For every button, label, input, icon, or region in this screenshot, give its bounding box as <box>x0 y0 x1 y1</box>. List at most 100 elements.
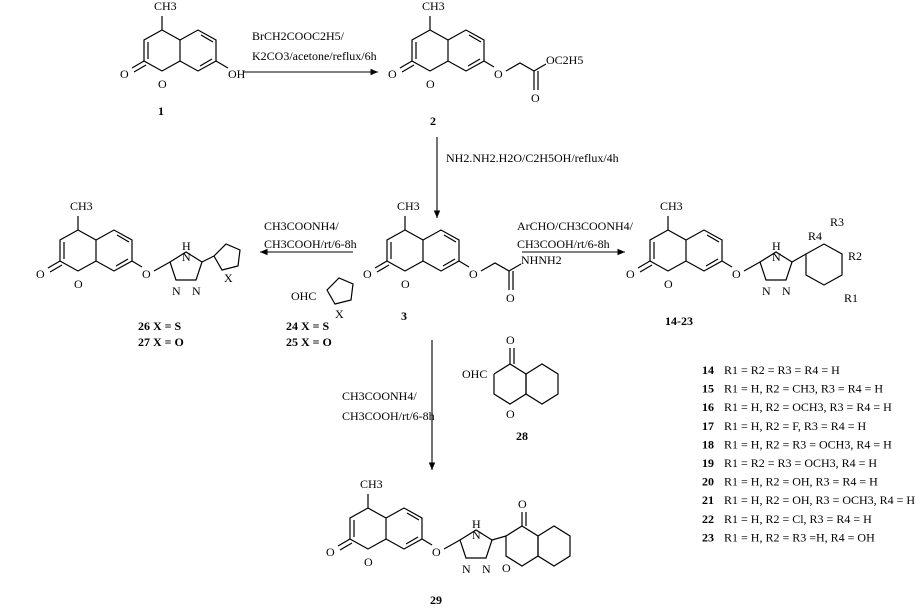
r1-label: R1 <box>844 291 858 305</box>
substituent-definition: R1 = H, R2 = F, R3 = R4 = H <box>724 419 866 433</box>
r2-label: R2 <box>848 249 862 263</box>
substituent-number: 19 <box>702 456 714 470</box>
reagent-1-line1: BrCH2COOC2H5/ <box>252 29 345 43</box>
nh-h-label: H <box>182 239 191 253</box>
substituent-definition: R1 = H, R2 = OH, R3 = R4 = H <box>724 475 878 489</box>
substituent-definition: R1 = H, R2 = R3 =H, R4 = OH <box>724 530 875 544</box>
reagent-1-line2: K2CO3/acetone/reflux/6h <box>252 49 377 63</box>
chromone-ring-o: O <box>502 561 511 575</box>
substituent-definition: R1 = H, R2 = R3 = OCH3, R4 = H <box>724 437 892 451</box>
triazole-n1-label: N <box>172 284 181 298</box>
substituent-number: 20 <box>702 475 714 489</box>
amide-carbonyl-o: O <box>506 291 515 305</box>
compound-3-structure: CH3 O O O O NHNH2 <box>363 199 562 305</box>
label-27: 27 X = O <box>138 335 184 349</box>
ch3-label: CH3 <box>660 199 683 213</box>
substituent-definition: R1 = H, R2 = Cl, R3 = R4 = H <box>724 512 872 526</box>
x-label: X <box>224 271 233 285</box>
aldehyde-24-25-structure: OHC X <box>291 277 354 321</box>
ch3-label: CH3 <box>154 0 177 13</box>
triazole-n2-label: N <box>482 562 491 576</box>
substituent-definition: R1 = H, R2 = OH, R3 = OCH3, R4 = H <box>724 493 915 507</box>
substituent-number: 17 <box>702 419 714 433</box>
substituent-definition: R1 = H, R2 = CH3, R3 = R4 = H <box>724 382 883 396</box>
ch3-label: CH3 <box>70 199 93 213</box>
substituent-definition: R1 = R2 = R3 = R4 = H <box>724 363 840 377</box>
ring-o-label: O <box>401 277 410 291</box>
hydrazide-label: NHNH2 <box>521 253 562 267</box>
carbonyl-o-label: O <box>326 545 335 559</box>
ring-o-label: O <box>74 277 83 291</box>
compound-29-number: 29 <box>430 593 442 607</box>
reagent-4-line1: CH3COONH4/ <box>264 219 339 233</box>
substituent-table: 14 R1 = R2 = R3 = R4 = H 15 R1 = H, R2 = CH… <box>702 363 915 544</box>
ether-o-label: O <box>469 267 478 281</box>
substituent-number: 18 <box>702 437 714 451</box>
r3-label: R3 <box>830 215 844 229</box>
substituent-number: 15 <box>702 382 714 396</box>
nh-h-label: H <box>472 517 481 531</box>
substituent-definition: R1 = H, R2 = OCH3, R3 = R4 = H <box>724 400 892 414</box>
ethoxy-label: OC2H5 <box>546 53 583 67</box>
chromone-ring-o: O <box>506 407 515 421</box>
triazole-n1-label: N <box>462 562 471 576</box>
ohc-label: OHC <box>462 367 487 381</box>
ether-o-label: O <box>494 67 503 81</box>
compound-1-number: 1 <box>158 104 164 118</box>
compound-2-number: 2 <box>430 114 436 128</box>
hydroxy-label: OH <box>228 67 246 81</box>
nh-n-label: N <box>182 250 191 264</box>
carbonyl-o-label: O <box>626 267 635 281</box>
compound-14-23-structure: CH3 O O O H N N N R4 R3 R2 R1 <box>626 199 862 305</box>
reagent-4-line2: CH3COOH/rt/6-8h <box>264 237 357 251</box>
r4-label: R4 <box>808 229 822 243</box>
label-24: 24 X = S <box>286 319 330 333</box>
ring-o-label: O <box>158 77 167 91</box>
reagent-5-line2: CH3COOH/rt/6-8h <box>342 409 435 423</box>
chromone-carbonyl-o: O <box>506 333 515 347</box>
ch3-label: CH3 <box>360 477 383 491</box>
compound-28-number: 28 <box>516 429 528 443</box>
ring-o-label: O <box>364 555 373 569</box>
compound-3-number: 3 <box>401 309 407 323</box>
ring-o-label: O <box>664 277 673 291</box>
carbonyl-o-label: O <box>120 67 129 81</box>
substituent-number: 16 <box>702 400 714 414</box>
nh-h-label: H <box>772 239 781 253</box>
ring-o-label: O <box>426 77 435 91</box>
substituent-number: 22 <box>702 512 714 526</box>
substituent-definition: R1 = R2 = R3 = OCH3, R4 = H <box>724 456 877 470</box>
substituent-number: 23 <box>702 530 714 544</box>
triazole-n1-label: N <box>762 284 771 298</box>
ether-o-label: O <box>142 267 151 281</box>
triazole-n2-label: N <box>782 284 791 298</box>
carbonyl-o-label: O <box>388 67 397 81</box>
nh-n-label: N <box>472 528 481 542</box>
compound-2-structure: CH3 O O O O OC2H5 <box>388 0 583 105</box>
ether-o-label: O <box>432 545 441 559</box>
substituent-number: 14 <box>702 363 714 377</box>
ch3-label: CH3 <box>397 199 420 213</box>
reagent-3-line2: CH3COOH/rt/6-8h <box>517 237 610 251</box>
carbonyl-o-label: O <box>36 267 45 281</box>
compound-26-27-structure: CH3 O O O H N N N X <box>36 199 241 298</box>
reagent-2: NH2.NH2.H2O/C2H5OH/reflux/4h <box>446 151 619 165</box>
triazole-n2-label: N <box>192 284 201 298</box>
carbonyl-o-label: O <box>363 267 372 281</box>
chromone-carbonyl-o: O <box>518 497 527 511</box>
compound-1-structure: CH3 O O OH <box>120 0 246 91</box>
ether-o-label: O <box>732 267 741 281</box>
x-label: X <box>335 307 344 321</box>
label-26: 26 X = S <box>138 319 182 333</box>
ohc-label: OHC <box>291 289 316 303</box>
reagent-3-line1: ArCHO/CH3COONH4/ <box>517 219 634 233</box>
reagent-5-line1: CH3COONH4/ <box>342 389 417 403</box>
label-25: 25 X = O <box>286 335 332 349</box>
ch3-label: CH3 <box>422 0 445 13</box>
chromone-aldehyde-28-structure: OHC O O <box>462 333 559 421</box>
compound-29-structure: CH3 O O O H N N N O O <box>326 477 571 576</box>
nh-n-label: N <box>772 250 781 264</box>
ester-carbonyl-o: O <box>531 91 540 105</box>
compound-14-23-number: 14-23 <box>665 314 693 328</box>
